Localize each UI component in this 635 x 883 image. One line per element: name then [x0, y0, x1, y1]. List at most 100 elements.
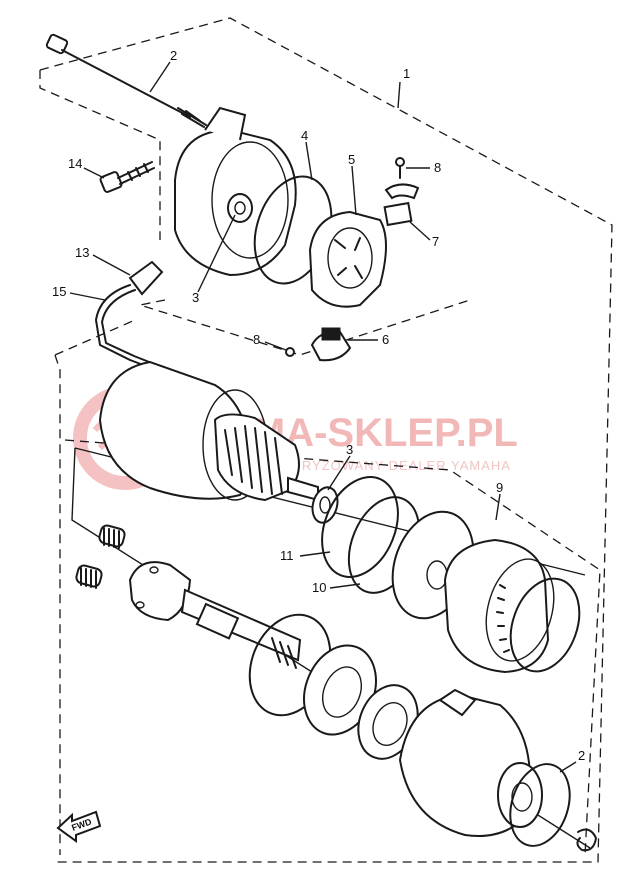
callout-label: 11 [280, 548, 294, 563]
fwd-arrow-icon [56, 810, 102, 843]
gear-housing-body [443, 538, 550, 674]
yoke-housing [98, 360, 268, 501]
lower-washer-3-hole [372, 702, 408, 746]
callout-label: 7 [432, 234, 439, 249]
gear-housing [443, 538, 581, 674]
brush-plate-outline [308, 210, 387, 308]
brush-7-spring [384, 183, 420, 200]
screw-8-bottom [285, 347, 295, 357]
outline-assembly-9 [64, 439, 601, 856]
leader-9 [495, 493, 501, 521]
planet-gear-1 [98, 524, 126, 548]
outline-armature-group [54, 319, 136, 855]
shaft-splines [271, 637, 297, 669]
brush-7-block [383, 201, 413, 227]
front-cover-bushing [227, 193, 253, 223]
leader-2-bottom [559, 761, 577, 773]
callout-label: 6 [382, 332, 389, 347]
leader-13 [92, 254, 131, 276]
carrier-hole-2 [135, 601, 145, 609]
armature-commutator-bars [224, 425, 283, 495]
brush-holder-6-block [321, 327, 341, 341]
fwd-arrow: FWD [56, 810, 102, 843]
screw-8-bottom-head [285, 347, 295, 357]
lead-wire-cable [95, 284, 191, 396]
leader-15 [69, 292, 106, 301]
outline-assembly-1-left [39, 70, 161, 240]
gear-housing-ring-gear [485, 558, 555, 662]
leader-2-top [149, 61, 171, 93]
leader-8-bottom [264, 341, 287, 351]
planet-gear-2 [75, 564, 103, 588]
brush-7 [383, 183, 420, 227]
lead-wire-boot [128, 260, 164, 296]
callout-label: 4 [301, 128, 308, 143]
through-bolt-head [45, 33, 69, 55]
callout-label: 8 [434, 160, 441, 175]
lower-washer-2-hole [321, 666, 363, 718]
o-ring-11 [321, 476, 399, 578]
leader-10 [329, 583, 361, 589]
front-cover-bushing-inner [234, 201, 246, 215]
armature-shaft [287, 476, 319, 502]
washer-3-hole [319, 496, 331, 514]
front-cover [174, 106, 297, 277]
bolt-14-shaft [117, 161, 155, 185]
bolt-14 [99, 161, 155, 193]
callout-label: 2 [170, 48, 177, 63]
rear-cover-nose-inner [511, 782, 533, 812]
outline-brush-holder [139, 299, 471, 356]
front-cover-face [211, 141, 289, 259]
planet-gear-2-teeth [80, 567, 97, 589]
gear-housing-o-ring [509, 577, 581, 673]
callout-label: 15 [52, 284, 66, 299]
brush-plate-center [327, 227, 373, 289]
leader-lines [69, 61, 577, 773]
leader-3-top [197, 214, 236, 293]
callout-label: 13 [75, 245, 89, 260]
armature [213, 413, 319, 502]
callout-label: 1 [403, 66, 410, 81]
through-bolt-shaft [61, 49, 191, 118]
brush-plate-slots [334, 237, 363, 279]
rear-cover-nose [497, 762, 543, 828]
callout-label: 10 [312, 580, 326, 595]
leader-14 [83, 167, 105, 179]
carrier-hole-1 [149, 566, 159, 574]
lead-wire-cable-2 [101, 289, 193, 392]
carrier-flange [128, 561, 192, 622]
leader-5 [351, 165, 357, 216]
outline-assembly-1 [39, 17, 613, 863]
leader-1 [397, 81, 401, 109]
callout-label: 14 [68, 156, 82, 171]
leader-4 [305, 141, 313, 181]
rear-cover [398, 688, 543, 837]
callout-label: 3 [192, 290, 199, 305]
gear-housing-teeth [496, 584, 510, 653]
screw-8-top-head [395, 157, 405, 167]
leader-11 [299, 551, 331, 557]
brush-holder-6 [310, 327, 352, 362]
pinion-shaft [128, 561, 302, 669]
shaft-sleeve [195, 602, 240, 640]
through-bolt-thread [177, 107, 207, 128]
front-cover-lug [204, 106, 247, 141]
callout-label: 8 [253, 332, 260, 347]
callout-label: 5 [348, 152, 355, 167]
brush-plate [308, 210, 387, 308]
through-bolt [45, 33, 207, 128]
callout-label: 9 [496, 480, 503, 495]
leader-7 [409, 221, 431, 241]
rear-cover-lug [438, 688, 477, 717]
callout-label: 3 [346, 442, 353, 457]
screw-8-top [395, 157, 405, 179]
callout-label: 2 [578, 748, 585, 763]
planet-gears [75, 524, 126, 589]
circlip [576, 828, 597, 852]
bolt-14-head [99, 171, 123, 193]
leader-3-mid [327, 455, 351, 491]
callouts: 1 2 4 5 8 14 7 3 13 15 8 6 3 9 11 10 2 [52, 48, 585, 763]
o-ring-2-lower [509, 763, 571, 847]
planet-gear-1-teeth [103, 527, 120, 549]
